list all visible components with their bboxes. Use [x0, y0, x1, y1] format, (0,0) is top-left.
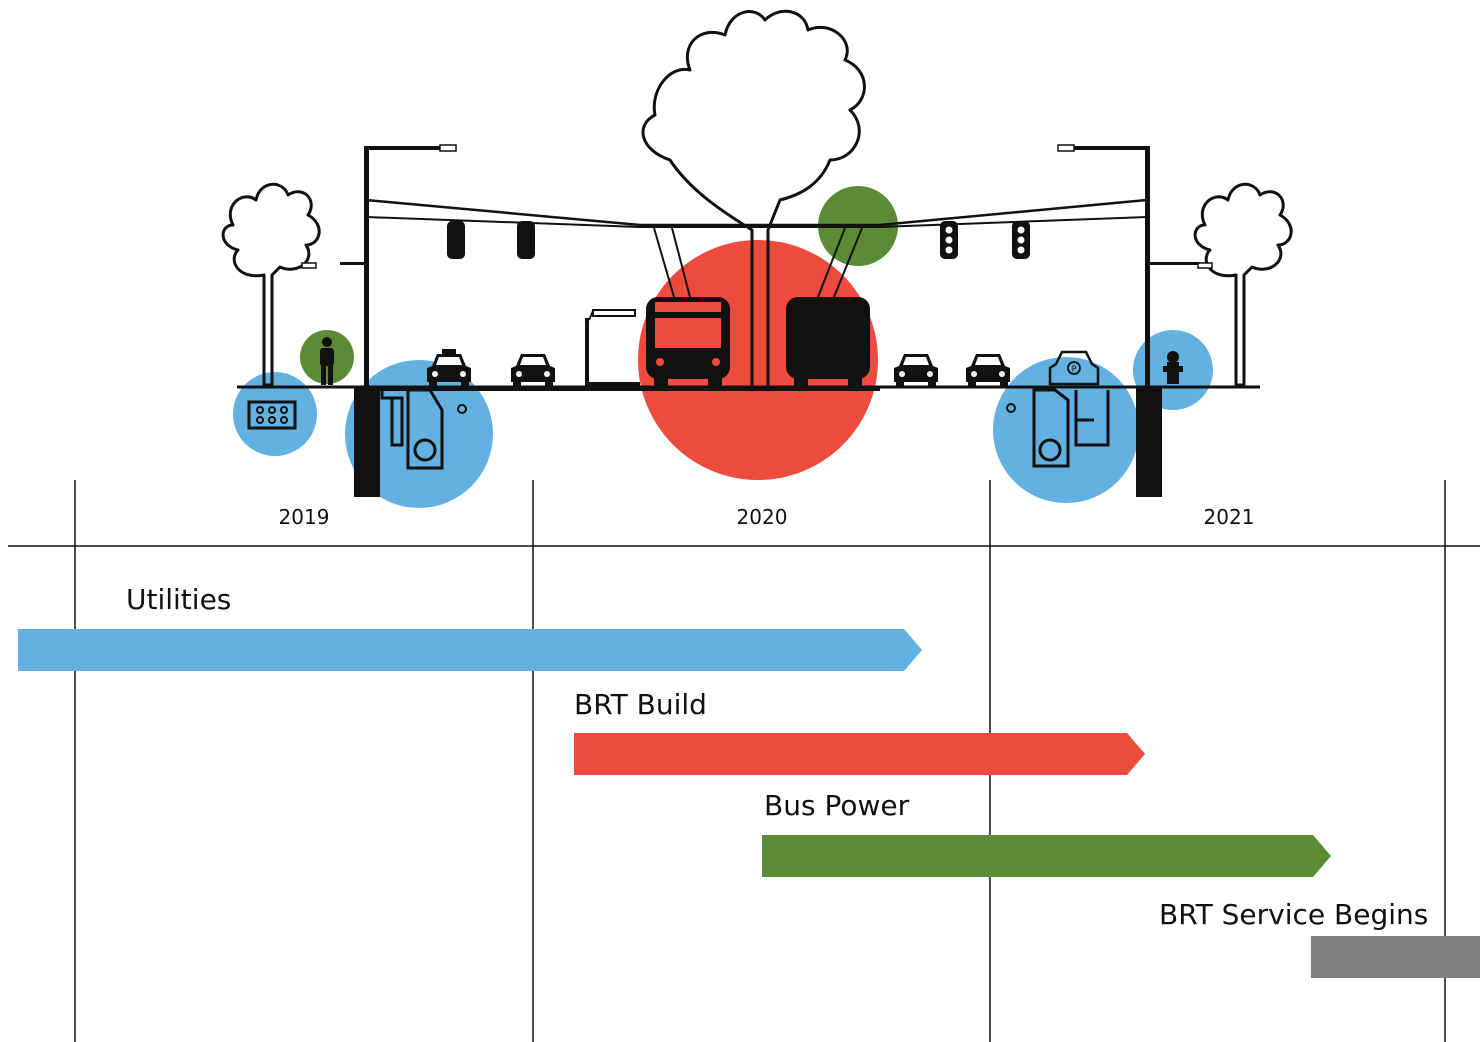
- traffic-signal-icon: [940, 221, 1030, 259]
- timeline-bars: Utilities BRT Build Bus Power BRT Servic…: [18, 583, 1480, 978]
- utilities-label: Utilities: [126, 583, 231, 616]
- bus-icon: [786, 297, 870, 387]
- car-icon: [511, 354, 555, 387]
- manhole-icon: [1006, 388, 1110, 468]
- bus-power-bar: [762, 835, 1331, 877]
- traffic-signal-icon: [447, 221, 535, 259]
- utility-vault-icon: [247, 400, 297, 430]
- street-cross-section: P: [221, 9, 1293, 508]
- parking-car-icon: P: [1048, 350, 1100, 386]
- bus-stop-shelter-icon: [585, 309, 640, 386]
- year-label-2020: 2020: [737, 505, 788, 529]
- utilities-bar: [18, 629, 922, 671]
- brt-build-label: BRT Build: [574, 688, 707, 721]
- right-curb: [1136, 387, 1162, 497]
- svg-text:P: P: [1072, 365, 1077, 374]
- right-manhole-circle: [993, 357, 1139, 503]
- utility-vault-circle: [233, 372, 317, 456]
- bus-icon: [646, 297, 730, 387]
- left-curb: [354, 387, 380, 497]
- brt-service-label: BRT Service Begins: [1159, 898, 1428, 931]
- manhole-icon: [380, 388, 467, 470]
- street-light-icon: [301, 144, 457, 388]
- brt-service-bar: [1311, 936, 1480, 978]
- timeline-grid: 2019 2020 2021: [8, 480, 1480, 1042]
- street-light-icon: [1057, 144, 1213, 388]
- taxi-icon: [427, 349, 471, 387]
- year-label-2019: 2019: [279, 505, 330, 529]
- pedestrian-icon: [320, 337, 334, 385]
- year-label-2021: 2021: [1204, 505, 1255, 529]
- brt-build-bar: [574, 733, 1145, 775]
- car-icon: [966, 354, 1010, 387]
- bus-power-label: Bus Power: [764, 789, 910, 822]
- tree-icon: [641, 9, 866, 389]
- fire-hydrant-icon: [1163, 351, 1183, 384]
- car-icon: [894, 354, 938, 387]
